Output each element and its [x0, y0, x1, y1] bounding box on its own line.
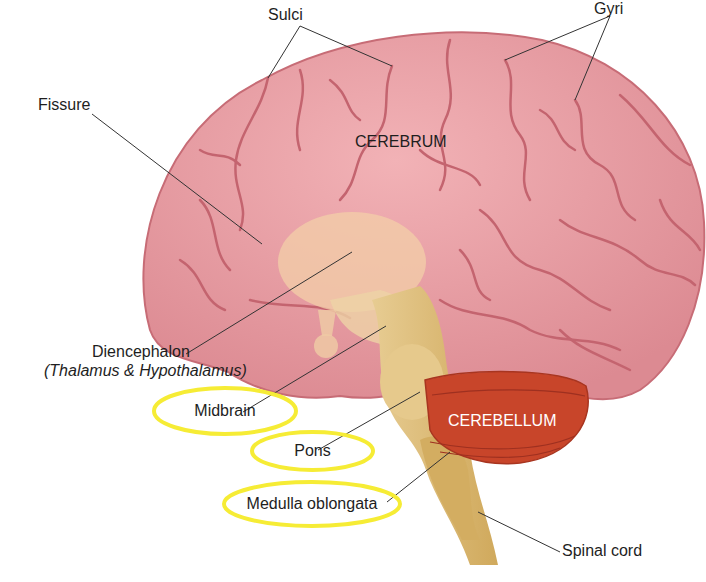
region-label: CEREBRUM	[355, 133, 447, 151]
illustration-path	[430, 436, 575, 449]
illustration-path	[318, 392, 420, 450]
node-text-holder: Pons	[250, 430, 375, 472]
illustration-path	[480, 210, 610, 310]
cerebellum-shape	[425, 372, 588, 464]
pituitary-stalk	[318, 310, 336, 336]
illustration-path	[420, 150, 480, 185]
illustration-path	[300, 26, 392, 66]
illustration-path	[560, 330, 630, 370]
part-label: Spinal cord	[562, 542, 642, 560]
illustration-path	[243, 326, 386, 412]
ellipse-outline-path	[154, 388, 296, 434]
region-sublabel: (Thalamus & Hypothalamus)	[44, 362, 247, 380]
illustration-path	[575, 100, 635, 220]
leader-lines	[92, 16, 610, 552]
illustration-path	[200, 200, 230, 270]
illustration-path	[560, 220, 695, 285]
illustration-path	[200, 150, 240, 165]
highlight-ellipse: Pons	[250, 430, 375, 472]
illustration-path	[180, 260, 225, 310]
illustration-path	[235, 78, 268, 230]
illustration-path	[330, 80, 360, 120]
highlight-ellipse: Medulla oblongata	[222, 480, 402, 528]
illustration-path	[268, 26, 300, 78]
illustration-path	[440, 300, 620, 350]
illustration-path	[620, 95, 690, 165]
illustration-path	[432, 390, 585, 396]
illustration-path	[540, 110, 575, 150]
illustration-path	[387, 452, 450, 502]
illustration-path	[460, 250, 490, 300]
illustration-path	[186, 252, 352, 354]
fissure-label: Fissure	[38, 96, 90, 114]
illustration-path	[478, 512, 560, 552]
sulci-label: Sulci	[268, 6, 303, 24]
illustration-path	[92, 114, 262, 244]
region-label: Diencephalon	[92, 343, 190, 361]
structure-label: Medulla oblongata	[247, 495, 378, 513]
illustration-path	[297, 70, 303, 150]
structure-label: Pons	[294, 442, 330, 460]
gyri-pattern	[180, 40, 700, 370]
illustration-path	[440, 448, 560, 458]
illustration-path	[575, 16, 610, 100]
highlight-ellipse: Midbrain	[152, 386, 298, 436]
structure-label: Midbrain	[194, 402, 255, 420]
illustration-path	[440, 40, 451, 190]
cerebellum-folia	[430, 390, 585, 458]
node-text-holder: Medulla oblongata	[222, 480, 402, 528]
ellipse-outline-path	[252, 432, 373, 470]
ellipse-outline-path	[224, 482, 400, 526]
region-label: CEREBELLUM	[448, 412, 556, 430]
node-text-holder: Midbrain	[152, 386, 298, 436]
illustration-path	[505, 60, 530, 200]
illustration-path	[660, 200, 700, 250]
gyri-label: Gyri	[594, 0, 623, 18]
pituitary-shape	[314, 334, 338, 358]
